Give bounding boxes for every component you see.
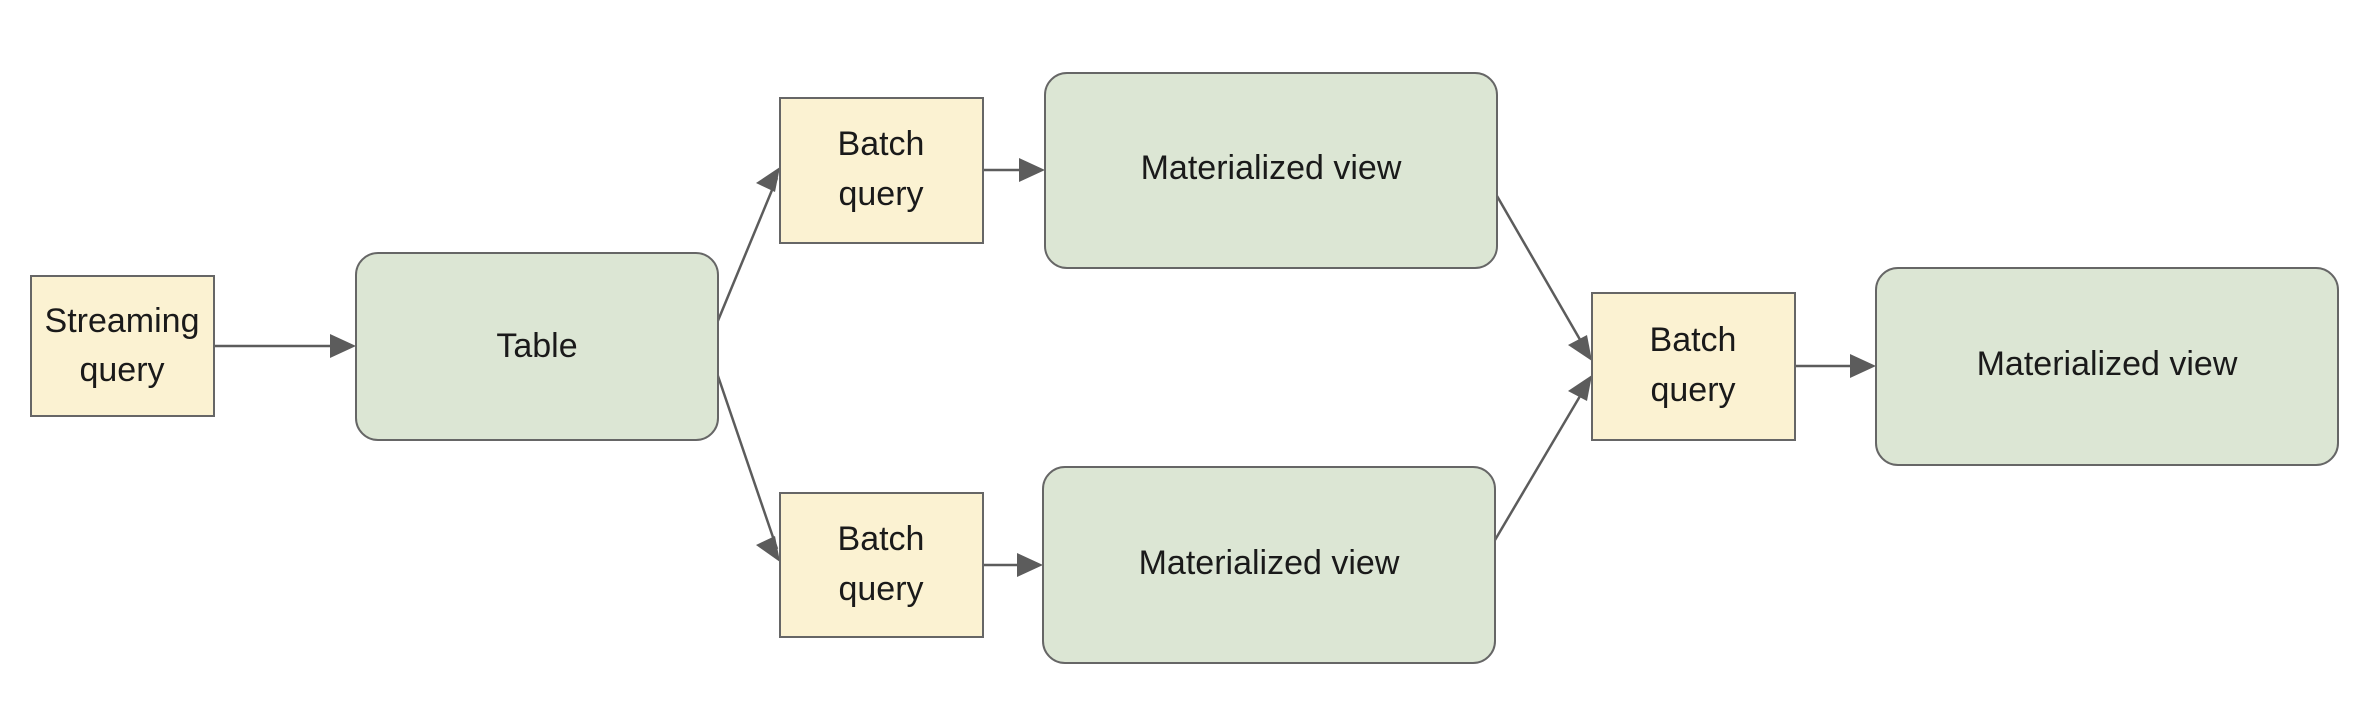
streaming-query-box[interactable] bbox=[30, 275, 215, 417]
materialized-view-top-box[interactable] bbox=[1044, 72, 1498, 269]
node-streaming-query[interactable]: Streaming query bbox=[30, 275, 215, 417]
batch-query-bottom-label-line2: query bbox=[838, 570, 923, 608]
edge-mv-top-to-join bbox=[1495, 195, 1592, 361]
node-batch-query-bottom[interactable]: Batch query bbox=[779, 492, 984, 638]
batch-query-join-label-line1: Batch bbox=[1650, 321, 1737, 359]
node-materialized-view-bottom[interactable]: Materialized view bbox=[1042, 466, 1496, 664]
materialized-view-final-label: Materialized view bbox=[1977, 345, 2238, 383]
batch-query-join-box[interactable] bbox=[1591, 292, 1796, 441]
node-table[interactable]: Table bbox=[355, 252, 719, 441]
node-materialized-view-final[interactable]: Materialized view bbox=[1875, 267, 2339, 466]
streaming-query-label-line2: query bbox=[79, 351, 164, 389]
table-box[interactable] bbox=[355, 252, 719, 441]
node-batch-query-top[interactable]: Batch query bbox=[779, 97, 984, 244]
materialized-view-final-box[interactable] bbox=[1875, 267, 2339, 466]
table-label: Table bbox=[496, 327, 577, 365]
batch-query-join-label-line2: query bbox=[1650, 371, 1735, 409]
batch-query-top-label-line2: query bbox=[838, 175, 923, 213]
batch-query-bottom-box[interactable] bbox=[779, 492, 984, 638]
edge-join-to-mv-final bbox=[1795, 354, 1876, 378]
materialized-view-bottom-label: Materialized view bbox=[1139, 544, 1400, 582]
edge-streaming-to-table bbox=[214, 334, 356, 358]
materialized-view-bottom-box[interactable] bbox=[1042, 466, 1496, 664]
edge-batch-bottom-to-mv-bottom bbox=[982, 553, 1043, 577]
edge-batch-top-to-mv-top bbox=[983, 158, 1045, 182]
streaming-query-label-line1: Streaming bbox=[45, 302, 200, 340]
edge-mv-bottom-to-join bbox=[1493, 375, 1592, 541]
node-materialized-view-top[interactable]: Materialized view bbox=[1044, 72, 1498, 269]
batch-query-top-box[interactable] bbox=[779, 97, 984, 244]
materialized-view-top-label: Materialized view bbox=[1141, 149, 1402, 187]
node-batch-query-join[interactable]: Batch query bbox=[1591, 292, 1796, 441]
batch-query-top-label-line1: Batch bbox=[838, 125, 925, 163]
batch-query-bottom-label-line1: Batch bbox=[838, 520, 925, 558]
